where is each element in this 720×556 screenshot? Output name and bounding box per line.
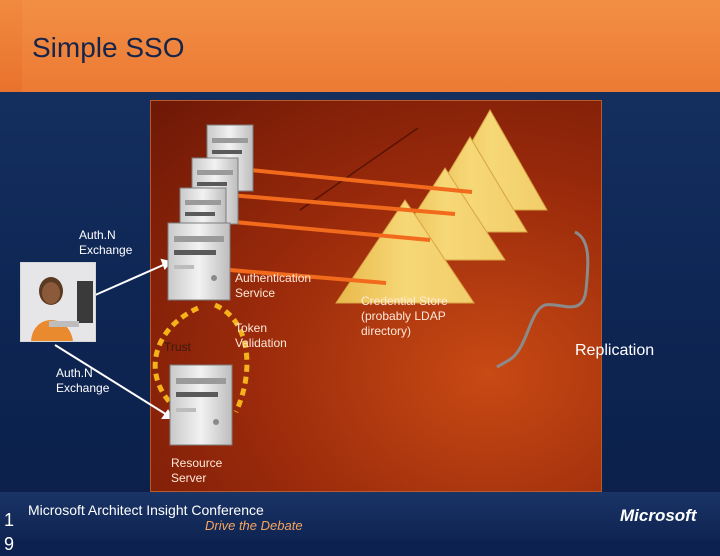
conference-tagline: Drive the Debate — [205, 518, 303, 533]
conference-name: Microsoft Architect Insight Conference — [28, 502, 264, 518]
page-number: 1 9 — [4, 510, 15, 554]
trust-loop — [152, 305, 200, 414]
replication-brace-icon — [496, 230, 590, 369]
token-validation-loop — [213, 302, 250, 414]
credential-store-label: Credential Store (probably LDAP director… — [361, 294, 448, 338]
person-photo-icon — [20, 262, 96, 342]
slide-title: Simple SSO — [32, 32, 185, 63]
server-icon — [169, 364, 233, 446]
title-panel — [22, 0, 720, 92]
replication-arrows — [211, 168, 473, 285]
resource-server-label: Resource Server — [171, 456, 223, 485]
divider-line — [299, 127, 419, 211]
authentication-service-label: Authentication Service — [235, 271, 312, 300]
microsoft-logo: Microsoft — [620, 506, 697, 525]
server-icon — [167, 222, 231, 301]
token-validation-label: Token Validation — [235, 321, 287, 350]
diagram-graphics — [54, 108, 590, 446]
authn-exchange-label-bottom: Auth.N Exchange — [56, 366, 110, 395]
replication-label: Replication — [575, 342, 655, 359]
authn-exchange-label-top: Auth.N Exchange — [79, 228, 133, 257]
trust-label: Trust — [164, 340, 191, 354]
credential-store-cone-icon — [335, 199, 475, 304]
footer — [0, 492, 720, 540]
